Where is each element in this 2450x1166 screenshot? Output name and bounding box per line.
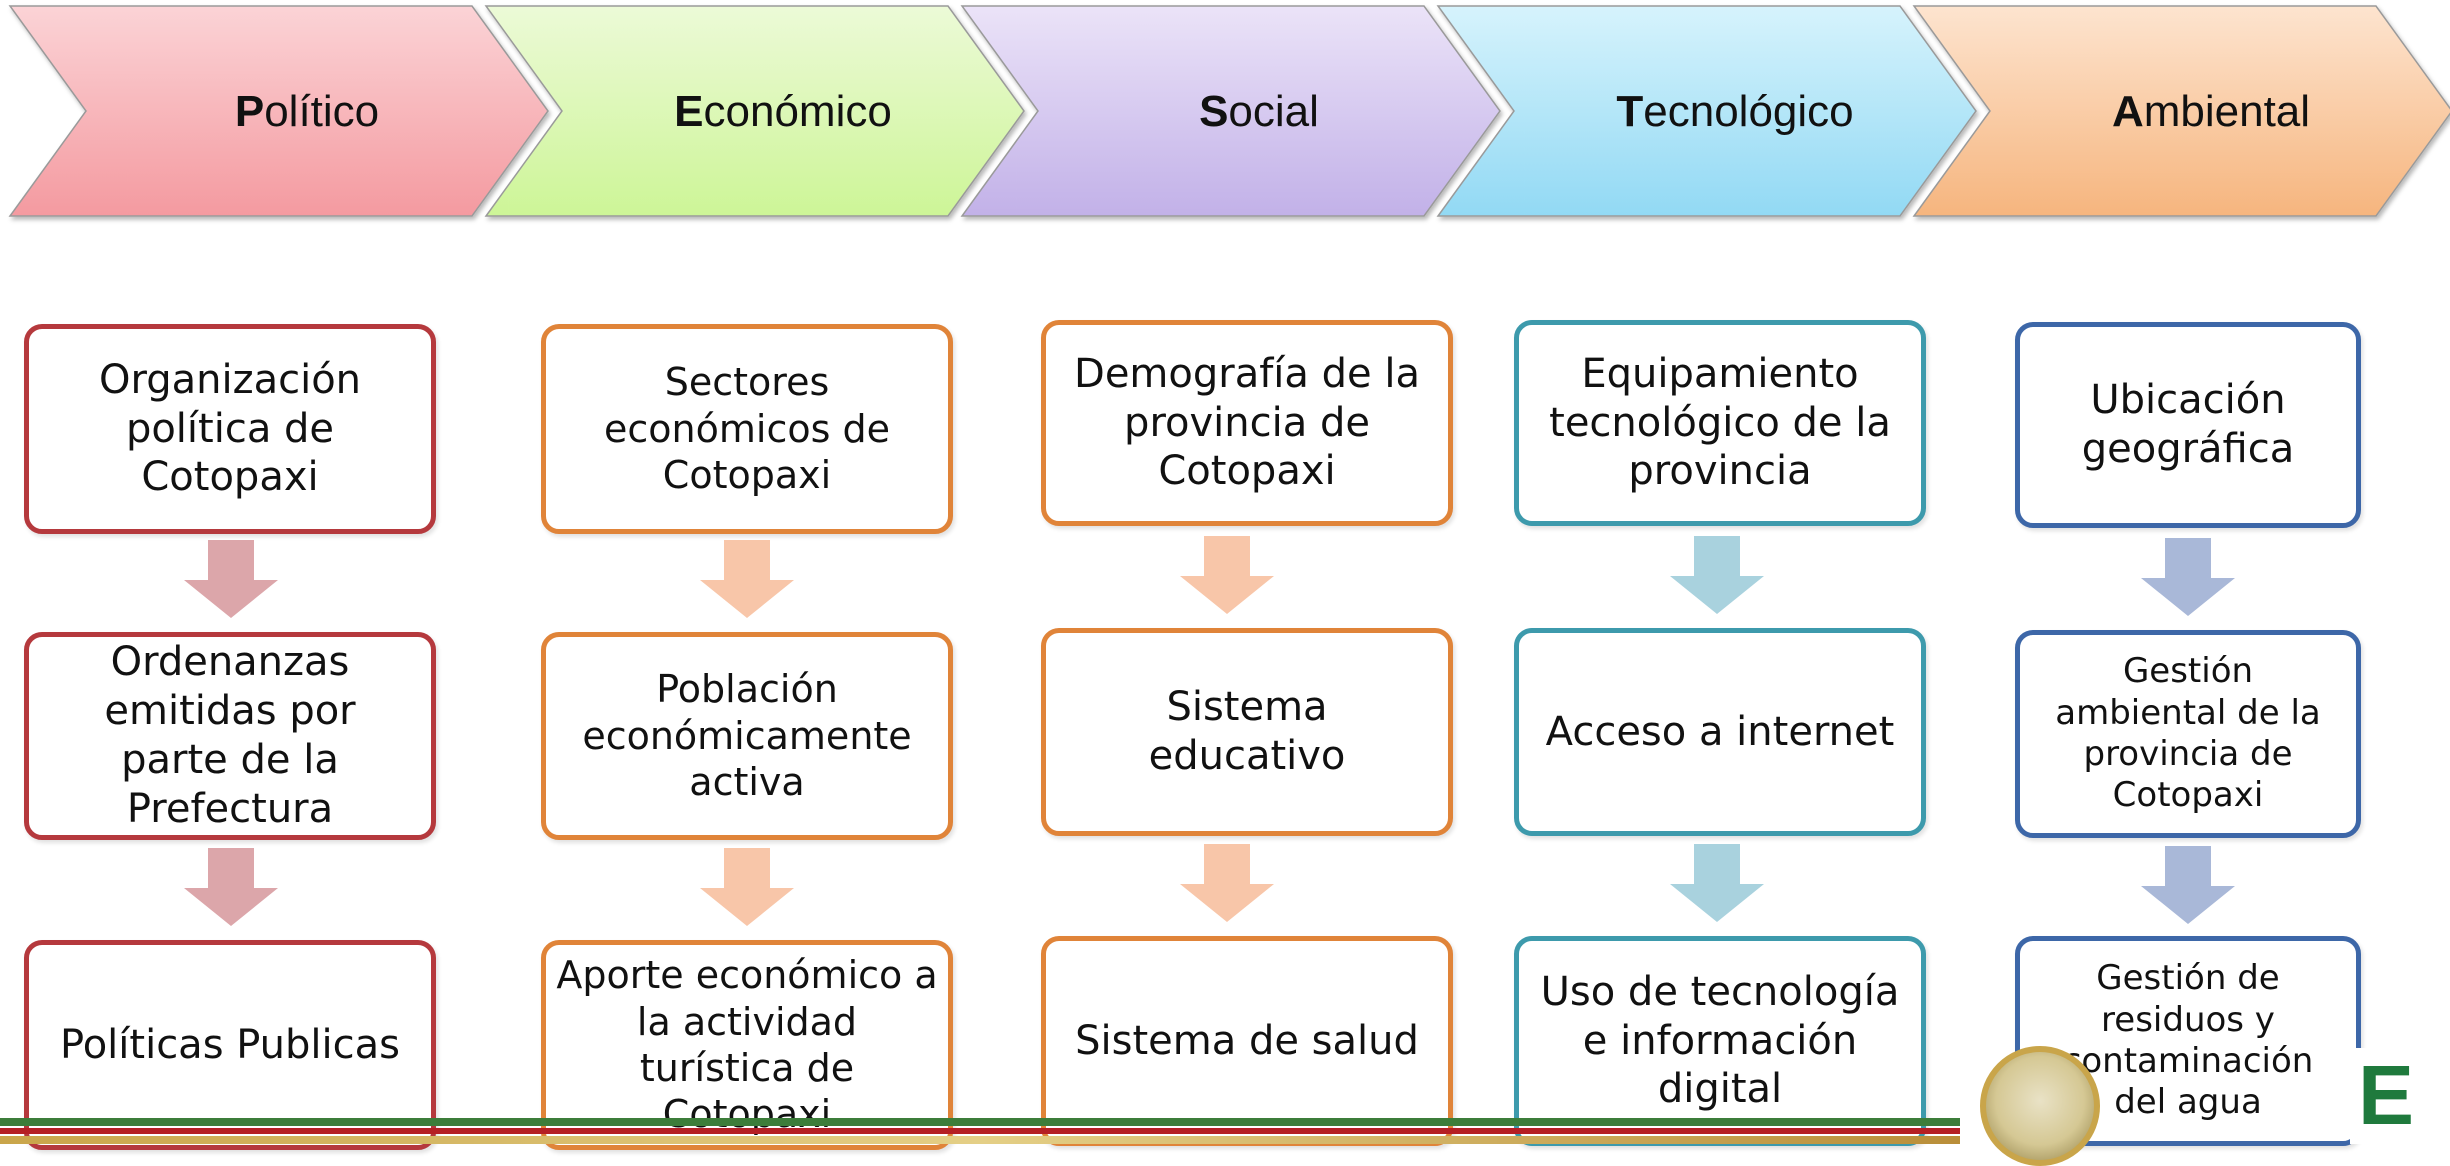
down-arrow-icon <box>1180 536 1274 614</box>
tecnologico-box-3: Uso de tecnología e información digital <box>1514 936 1926 1146</box>
university-seal-logo <box>1980 1046 2100 1166</box>
social-box-1: Demografía de la provincia de Cotopaxi <box>1041 320 1453 526</box>
politico-box-2: Ordenanzas emitidas por parte de la Pref… <box>24 632 436 840</box>
politico-box-1: Organización política de Cotopaxi <box>24 324 436 534</box>
chevron-politico: Político <box>8 5 549 217</box>
institution-logo: E <box>2350 1048 2450 1144</box>
chevron-shape <box>484 5 1025 217</box>
tecnologico-box-2: Acceso a internet <box>1514 628 1926 836</box>
footer-stripe-red <box>0 1128 1960 1134</box>
down-arrow-icon <box>1670 844 1764 922</box>
chevron-initial: A <box>2112 87 2144 136</box>
chevron-rest: conómico <box>704 87 892 136</box>
footer-stripe-gold <box>0 1136 1960 1144</box>
chevron-initial: E <box>674 87 703 136</box>
chevron-initial: T <box>1616 87 1643 136</box>
ambiental-box-2: Gestión ambiental de la provincia de Cot… <box>2015 630 2361 838</box>
chevron-rest: ecnológico <box>1643 87 1853 136</box>
chevron-rest: mbiental <box>2144 87 2310 136</box>
economico-box-1: Sectores económicos de Cotopaxi <box>541 324 953 534</box>
chevron-label-tecnologico: Tecnológico <box>1616 87 1853 136</box>
down-arrow-icon <box>700 540 794 618</box>
ambiental-box-1: Ubicación geográfica <box>2015 322 2361 528</box>
chevron-label-economico: Económico <box>674 87 892 136</box>
social-box-3: Sistema de salud <box>1041 936 1453 1146</box>
chevron-rest: olítico <box>264 87 379 136</box>
down-arrow-icon <box>184 540 278 618</box>
chevron-shape <box>8 5 549 217</box>
down-arrow-icon <box>2141 538 2235 616</box>
down-arrow-icon <box>2141 846 2235 924</box>
chevron-rest: ocial <box>1228 87 1319 136</box>
down-arrow-icon <box>1670 536 1764 614</box>
chevron-initial: S <box>1199 87 1228 136</box>
down-arrow-icon <box>1180 844 1274 922</box>
chevron-economico: Económico <box>484 5 1025 217</box>
chevron-tecnologico: Tecnológico <box>1436 5 1977 217</box>
tecnologico-box-1: Equipamiento tecnológico de la provincia <box>1514 320 1926 526</box>
pestel-chevron-row: Político Económico Social Tecnológico Ambien… <box>8 5 2450 217</box>
chevron-initial: P <box>235 87 264 136</box>
chevron-shape <box>1436 5 1977 217</box>
logo-letter: E <box>2358 1048 2414 1142</box>
chevron-label-politico: Político <box>235 87 379 136</box>
social-box-2: Sistema educativo <box>1041 628 1453 836</box>
chevron-label-social: Social <box>1199 87 1319 136</box>
footer-stripe-green <box>0 1118 1960 1126</box>
chevron-ambiental: Ambiental <box>1912 5 2450 217</box>
chevron-label-ambiental: Ambiental <box>2112 87 2310 136</box>
chevron-shape <box>1912 5 2450 217</box>
chevron-shape <box>960 5 1501 217</box>
politico-box-3: Políticas Publicas <box>24 940 436 1150</box>
down-arrow-icon <box>700 848 794 926</box>
chevron-social: Social <box>960 5 1501 217</box>
down-arrow-icon <box>184 848 278 926</box>
economico-box-2: Población económicamente activa <box>541 632 953 840</box>
